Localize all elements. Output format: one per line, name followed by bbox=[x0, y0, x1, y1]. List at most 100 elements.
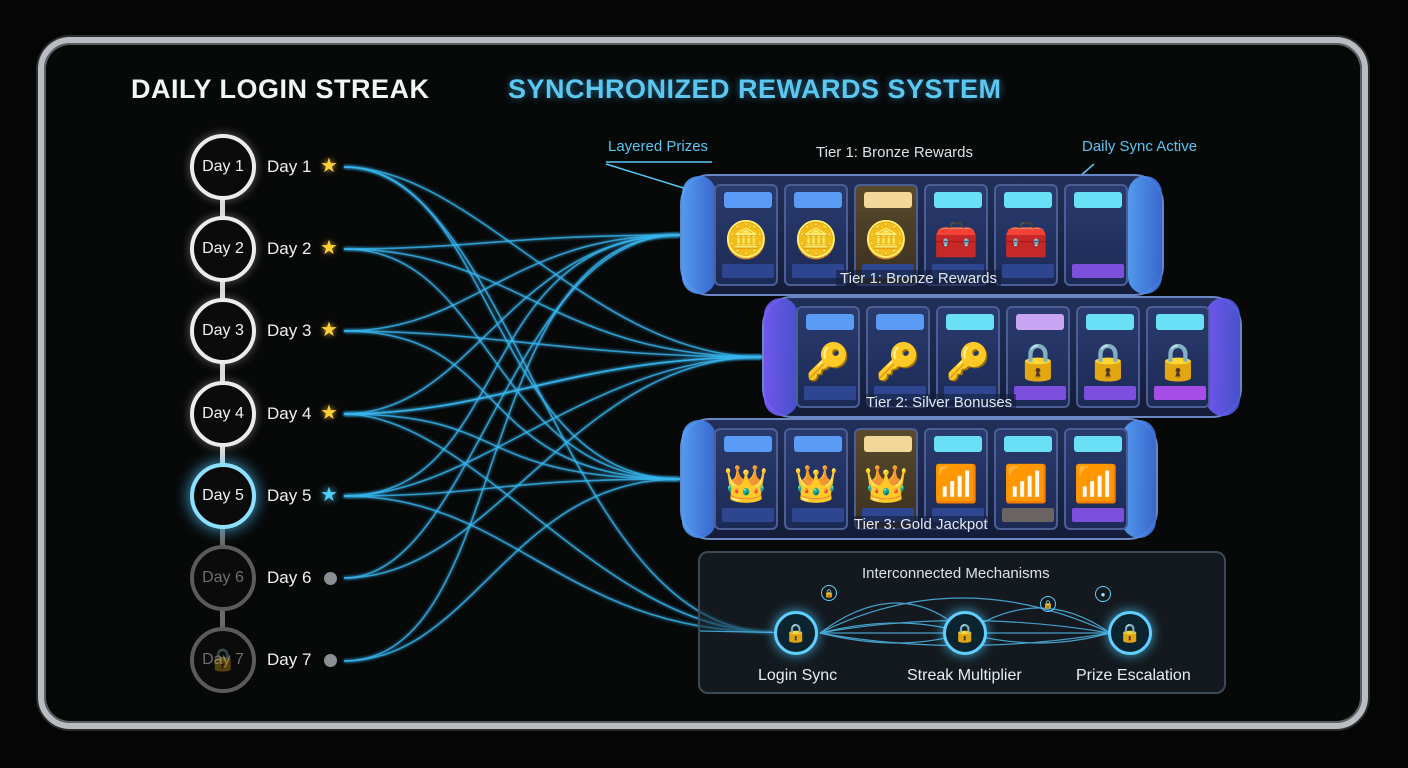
reel-slot[interactable]: 🔒 bbox=[1146, 306, 1210, 408]
reward-reel-tier-2: 🔑 🔑 🔑 🔒 🔒 🔒 bbox=[762, 296, 1242, 418]
slot-footer-bar bbox=[1072, 508, 1124, 522]
slot-indicator-bar bbox=[1016, 314, 1064, 330]
reel-endcap bbox=[682, 176, 716, 294]
streak-connector bbox=[220, 278, 225, 302]
slot-indicator-bar bbox=[1156, 314, 1204, 330]
layered-prizes-callout: Layered Prizes bbox=[608, 138, 709, 155]
star-icon: ★ bbox=[320, 237, 338, 259]
padlock-icon: 🔒 bbox=[1085, 341, 1131, 382]
day-2-label: Day 2 bbox=[267, 239, 312, 258]
login-sync-node[interactable]: 🔒 bbox=[774, 611, 818, 655]
pending-dot-icon bbox=[324, 654, 337, 667]
slot-indicator-bar bbox=[724, 436, 772, 452]
day-7-label: Day 7 bbox=[267, 650, 312, 669]
streak-multiplier-node[interactable]: 🔒 bbox=[943, 611, 987, 655]
reel-slot[interactable]: 🪙 bbox=[854, 184, 918, 286]
day-1-label: Day 1 bbox=[267, 157, 312, 176]
reel-slot[interactable]: 📶 bbox=[1064, 428, 1128, 530]
slot-indicator-bar bbox=[1074, 192, 1122, 208]
padlock-icon: 🔒 bbox=[1015, 341, 1061, 382]
day-6-label: Day 6 bbox=[267, 568, 312, 587]
bar-graph-icon: 📶 bbox=[1073, 463, 1119, 504]
day-6-circle[interactable]: Day 6 bbox=[190, 545, 256, 611]
crown-icon: 👑 bbox=[793, 463, 839, 504]
key-icon: 🔑 bbox=[945, 341, 991, 382]
key-icon: 🔑 bbox=[805, 341, 851, 382]
day-circle-text: Day 4 bbox=[202, 405, 244, 422]
slot-indicator-bar bbox=[864, 192, 912, 208]
mini-lock-icon: ● bbox=[1095, 586, 1111, 602]
slot-indicator-bar bbox=[1086, 314, 1134, 330]
prize-escalation-node[interactable]: 🔒 bbox=[1108, 611, 1152, 655]
day-1-circle[interactable]: Day 1 bbox=[190, 134, 256, 200]
lock-icon: 🔒 bbox=[209, 647, 237, 672]
coin-stack-icon: 🪙 bbox=[863, 219, 909, 260]
lock-icon: 🔒 bbox=[784, 622, 808, 643]
lock-icon: 🔒 bbox=[953, 622, 977, 643]
key-icon: 🔑 bbox=[875, 341, 921, 382]
streak-connector bbox=[220, 607, 225, 631]
reel-slot[interactable]: 🔑 bbox=[936, 306, 1000, 408]
rewards-title: SYNCHRONIZED REWARDS SYSTEM bbox=[508, 74, 1002, 104]
day-4-label: Day 4 bbox=[267, 404, 312, 423]
crown-icon: 👑 bbox=[863, 463, 909, 504]
day-circle-text: Day 1 bbox=[202, 158, 244, 175]
streak-connector bbox=[220, 360, 225, 385]
bar-graph-icon: 📶 bbox=[933, 463, 979, 504]
reel-slot[interactable]: 🔒 bbox=[1076, 306, 1140, 408]
crown-icon: 👑 bbox=[723, 463, 769, 504]
day-3-circle[interactable]: Day 3 bbox=[190, 298, 256, 364]
slot-indicator-bar bbox=[934, 436, 982, 452]
reel-slot[interactable]: 👑 bbox=[784, 428, 848, 530]
reel-slot[interactable]: 🔑 bbox=[866, 306, 930, 408]
day-2-circle[interactable]: Day 2 bbox=[190, 216, 256, 282]
slot-footer-bar bbox=[804, 386, 856, 400]
reel-endcap bbox=[764, 298, 798, 416]
day-5-circle[interactable]: Day 5 bbox=[190, 463, 256, 529]
slot-footer-bar bbox=[1084, 386, 1136, 400]
reel-endcap bbox=[1128, 176, 1162, 294]
reel-slot[interactable]: 🪙 bbox=[784, 184, 848, 286]
reel-slot[interactable]: 📶 bbox=[994, 428, 1058, 530]
daily-sync-callout: Daily Sync Active bbox=[1082, 138, 1198, 155]
lock-icon: 🔒 bbox=[1118, 622, 1142, 643]
slot-footer-bar bbox=[1002, 508, 1054, 522]
streak-multiplier-label: Streak Multiplier bbox=[907, 667, 1022, 684]
slot-indicator-bar bbox=[946, 314, 994, 330]
star-icon: ★ bbox=[320, 484, 338, 506]
slot-footer-bar bbox=[722, 508, 774, 522]
reel-endcap bbox=[682, 420, 716, 538]
slot-indicator-bar bbox=[794, 192, 842, 208]
day-circle-text: Day 5 bbox=[202, 487, 244, 504]
treasure-chest-icon: 🧰 bbox=[933, 219, 979, 260]
slot-footer-bar bbox=[1014, 386, 1066, 400]
reel-slot[interactable] bbox=[1064, 184, 1128, 286]
slot-indicator-bar bbox=[1004, 192, 1052, 208]
star-icon: ★ bbox=[320, 155, 338, 177]
mechanisms-panel: Interconnected Mechanisms 🔒 🔒 ● 🔒 🔒 🔒 Lo… bbox=[698, 551, 1226, 694]
reel-tier-3-label: Tier 3: Gold Jackpot bbox=[850, 516, 992, 533]
streak-connector bbox=[220, 196, 225, 220]
slot-footer-bar bbox=[722, 264, 774, 278]
tier-header-label: Tier 1: Bronze Rewards bbox=[816, 144, 974, 161]
reel-tier-2-label: Tier 2: Silver Bonuses bbox=[862, 394, 1017, 411]
reel-slot[interactable]: 🪙 bbox=[714, 184, 778, 286]
reel-slot[interactable]: 📶 bbox=[924, 428, 988, 530]
mechanism-links bbox=[700, 597, 1111, 647]
reel-slot[interactable]: 🔑 bbox=[796, 306, 860, 408]
star-icon: ★ bbox=[320, 402, 338, 424]
day-4-circle[interactable]: Day 4 bbox=[190, 381, 256, 447]
coin-stack-icon: 🪙 bbox=[793, 219, 839, 260]
slot-footer-bar bbox=[1072, 264, 1124, 278]
reel-slot[interactable]: 🧰 bbox=[994, 184, 1058, 286]
star-icon: ★ bbox=[320, 319, 338, 341]
day-circle-text: Day 2 bbox=[202, 240, 244, 257]
slot-indicator-bar bbox=[864, 436, 912, 452]
reel-slot[interactable]: 👑 bbox=[854, 428, 918, 530]
day-7-circle[interactable]: Day 7🔒 bbox=[190, 627, 256, 693]
reel-endcap bbox=[1206, 298, 1240, 416]
reel-slot[interactable]: 👑 bbox=[714, 428, 778, 530]
coin-stack-icon: 🪙 bbox=[723, 219, 769, 260]
reel-slot[interactable]: 🔒 bbox=[1006, 306, 1070, 408]
slot-footer-bar bbox=[1002, 264, 1054, 278]
